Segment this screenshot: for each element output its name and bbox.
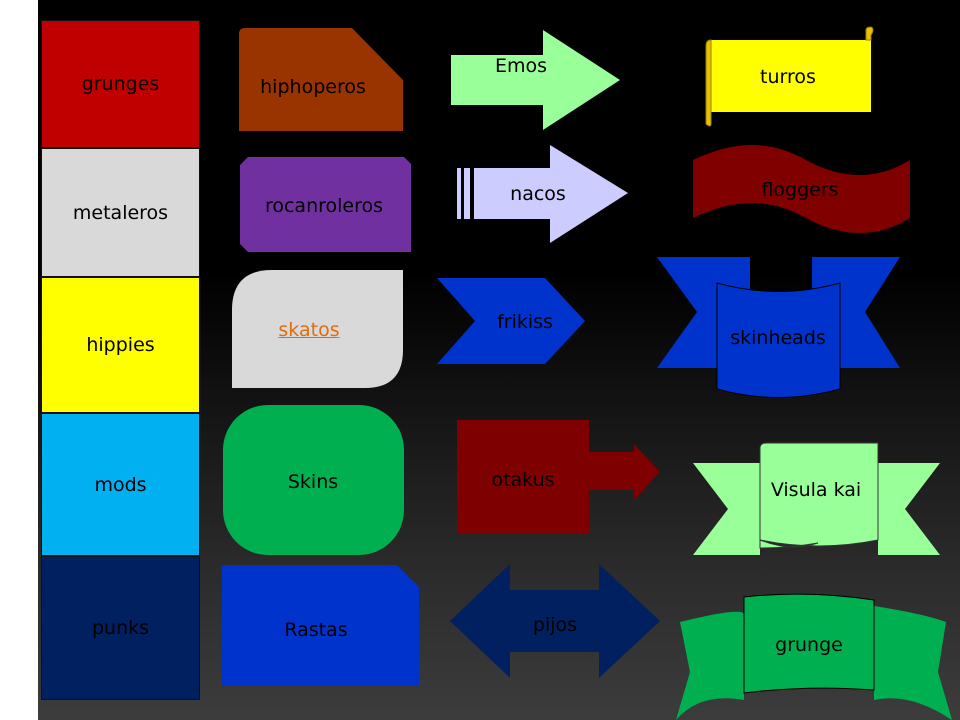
pijos-double-arrow: [450, 564, 660, 678]
rocanroleros-shape: [240, 157, 411, 252]
turros-scroll-curl: [865, 26, 874, 41]
rastas-label: Rastas: [284, 619, 348, 641]
frikiss-chevron: [437, 278, 585, 364]
turros-scroll-curl: [705, 39, 712, 127]
emos-arrow: [451, 30, 620, 130]
bottom-left-bar-decoration: [25, 474, 32, 486]
pijos-label: pijos: [532, 614, 578, 636]
hiphoperos-label: hiphoperos: [260, 76, 366, 98]
floggers-wave: [693, 145, 910, 233]
rastas-shape: [222, 565, 419, 686]
bottom-left-bar-decoration: [25, 495, 32, 525]
turros-label: turros: [760, 66, 816, 88]
nacos-arrow-stripe: [457, 168, 461, 219]
skinheads-label: skinheads: [730, 327, 826, 349]
grunge-ribbon: [874, 606, 952, 720]
nacos-arrow: [474, 145, 628, 243]
block-metaleros: metaleros: [41, 148, 200, 277]
otakus-label: otakus: [491, 469, 555, 491]
skatos-shape: [232, 270, 403, 388]
top-left-bar-decoration: [19, 18, 23, 103]
frikiss-label: frikiss: [497, 311, 553, 333]
turros-scroll: [710, 40, 871, 112]
grunge-ribbon: [676, 611, 745, 720]
block-label: hippies: [86, 334, 155, 356]
block-punks: punks: [41, 556, 200, 700]
block-grunges: grunges: [41, 20, 200, 148]
block-mods: mods: [41, 413, 200, 556]
grunge-label: grunge: [775, 634, 843, 656]
visula-kai-ribbon-center: [759, 442, 879, 547]
grunge-ribbon-center: [743, 593, 875, 694]
skinheads-ribbon-center: [716, 282, 841, 398]
bottom-left-bar-decoration: [25, 532, 32, 662]
block-label: mods: [94, 473, 147, 496]
skins-shape: [223, 405, 404, 555]
block-label: grunges: [81, 73, 160, 95]
nacos-arrow-stripe: [464, 168, 470, 219]
skins-label: Skins: [287, 471, 339, 493]
visula-kai-label: Visula kai: [770, 479, 862, 501]
nacos-label: nacos: [510, 183, 566, 205]
otakus-callout: [457, 420, 660, 534]
emos-label: Emos: [494, 55, 548, 77]
skatos-link[interactable]: skatos: [278, 319, 340, 341]
visula-kai-ribbon-curl: [759, 539, 819, 549]
hiphoperos-shape: [239, 28, 403, 131]
block-hippies: hippies: [41, 277, 200, 413]
rocanroleros-label: rocanroleros: [264, 195, 384, 217]
block-label: metaleros: [72, 201, 169, 224]
block-label: punks: [91, 617, 150, 639]
top-left-bar-decoration: [25, 18, 29, 103]
floggers-label: floggers: [761, 179, 839, 201]
top-left-bar-decoration: [31, 18, 36, 103]
